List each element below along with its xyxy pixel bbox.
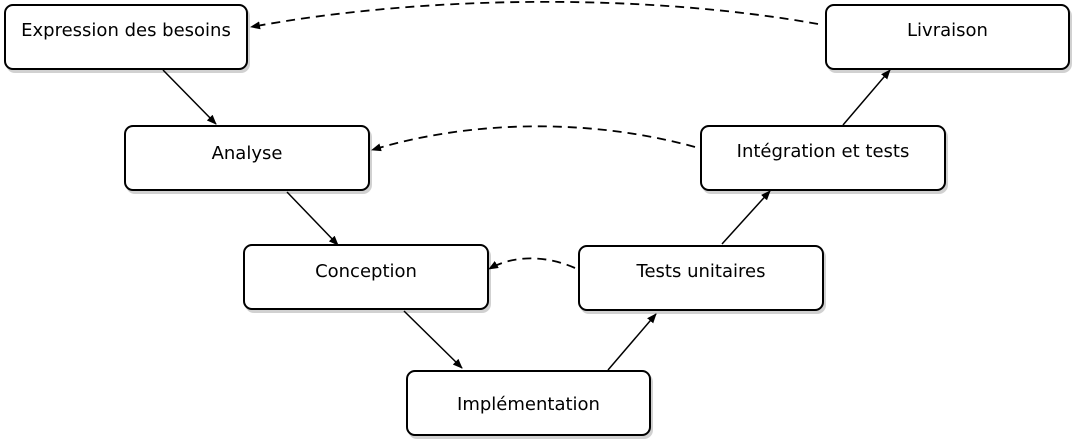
stage-label: Tests unitaires: [636, 261, 766, 282]
stage-conception: Conception: [243, 244, 489, 310]
stage-tests-unitaires: Tests unitaires: [578, 245, 824, 311]
stage-label: Conception: [315, 261, 417, 282]
stage-livraison: Livraison: [825, 4, 1070, 70]
stage-expression-des-besoins: Expression des besoins: [4, 4, 248, 70]
validation-arrow-livraison-expression: [250, 0, 819, 30]
stage-analyse: Analyse: [124, 125, 370, 191]
flow-arrow-analyse-conception: [286, 191, 339, 246]
stage-implementation: Implémentation: [406, 370, 651, 436]
flow-arrow-integration-livraison: [842, 69, 891, 126]
stage-label: Intégration et tests: [736, 141, 910, 162]
flow-arrow-tests-integration: [721, 190, 771, 245]
flow-arrow-implementation-tests: [607, 313, 657, 371]
stage-label: Analyse: [211, 143, 283, 164]
flow-arrow-conception-implementation: [403, 310, 463, 369]
stage-label: Livraison: [907, 20, 988, 41]
stage-label: Expression des besoins: [21, 20, 231, 41]
flow-arrow-expression-analyse: [162, 69, 217, 125]
validation-arrow-tests-conception: [488, 257, 576, 270]
stage-integration-et-tests: Intégration et tests: [700, 125, 946, 191]
validation-arrow-integration-analyse: [371, 125, 696, 152]
stage-label: Implémentation: [457, 394, 600, 415]
